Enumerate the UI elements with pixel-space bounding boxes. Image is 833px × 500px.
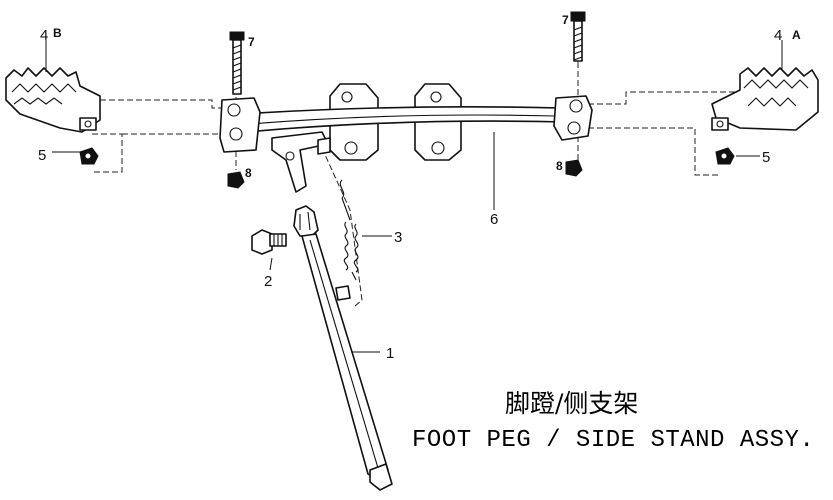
- left-bolt: [229, 31, 245, 95]
- callout-leaders: [45, 40, 783, 353]
- callout-3: 3: [394, 229, 402, 246]
- side-label-a: A: [792, 28, 801, 42]
- side-label-b: B: [53, 26, 62, 40]
- side-stand: [293, 205, 393, 491]
- left-nut: [227, 171, 245, 189]
- callout-8-right: 8: [556, 159, 563, 173]
- callout-2: 2: [264, 273, 272, 290]
- title-chinese: 脚蹬/侧支架: [505, 389, 638, 418]
- stand-spring: [339, 179, 359, 281]
- right-bolt: [570, 11, 586, 62]
- frame-bracket: [219, 83, 593, 193]
- callout-4-left: 4: [40, 27, 48, 44]
- callout-4-right: 4: [774, 27, 782, 44]
- callout-1: 1: [386, 345, 394, 362]
- callout-7-right: 7: [562, 13, 569, 27]
- right-nut: [565, 159, 583, 177]
- left-peg-clip: [79, 147, 99, 165]
- right-peg-clip: [715, 147, 735, 165]
- callout-6: 6: [490, 211, 498, 228]
- pivot-bolt: [251, 229, 287, 255]
- left-foot-peg: [5, 67, 101, 133]
- callout-8-left: 8: [245, 166, 252, 180]
- assembly-guide-lines: [92, 52, 735, 307]
- right-foot-peg: [711, 67, 819, 131]
- callout-5-left: 5: [38, 147, 46, 164]
- title-english: FOOT PEG / SIDE STAND ASSY.: [412, 427, 814, 454]
- callout-5-right: 5: [762, 149, 770, 166]
- callout-7-left: 7: [248, 35, 255, 49]
